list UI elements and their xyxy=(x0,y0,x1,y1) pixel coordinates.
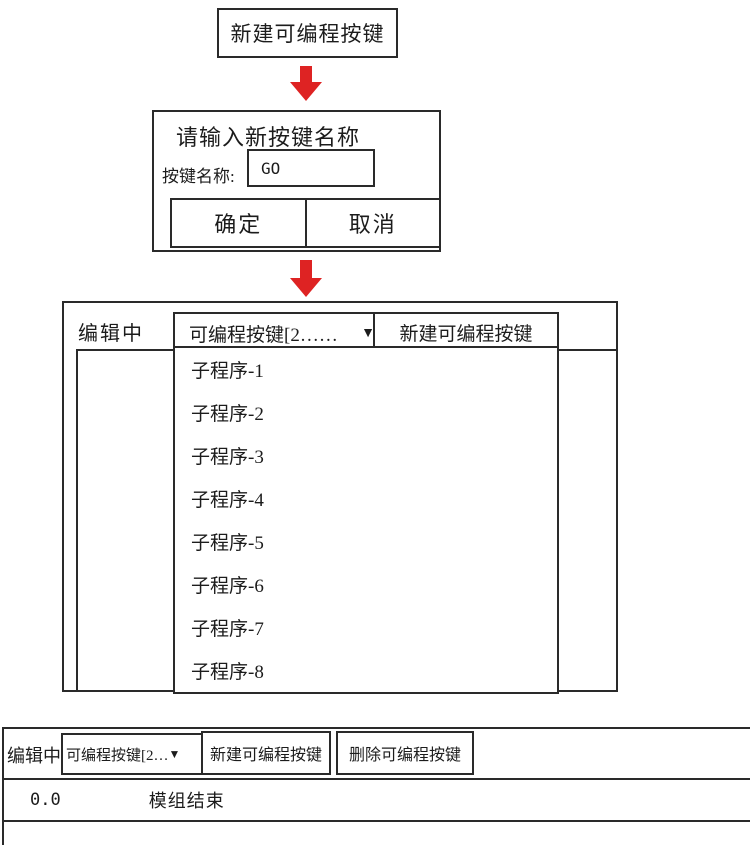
list-item[interactable]: 子程序-2 xyxy=(175,391,557,434)
list-item[interactable]: 子程序-5 xyxy=(175,520,557,563)
dialog-title: 请输入新按键名称 xyxy=(176,125,361,150)
key-name-input[interactable] xyxy=(247,149,375,187)
delete-programmable-key-button[interactable]: 删除可编程按键 xyxy=(336,731,474,775)
program-line-row[interactable]: 0.0 模组结束 xyxy=(4,780,750,822)
bottom-editor-bar: 编辑中 可编程按键[2… ▼ 新建可编程按键 删除可编程按键 0.0 模组结束 xyxy=(2,727,750,845)
new-programmable-key-button[interactable]: 新建可编程按键 xyxy=(201,731,331,775)
dropdown-selected-value: 可编程按键[2…… xyxy=(189,325,338,346)
ok-button-label: 确定 xyxy=(214,212,263,237)
arrow-shaft xyxy=(300,66,312,83)
instruction-text: 模组结束 xyxy=(148,791,225,811)
list-item[interactable]: 子程序-4 xyxy=(175,477,557,520)
chevron-down-icon: ▼ xyxy=(361,325,375,341)
arrow-head xyxy=(290,82,322,101)
editor-panel: 编辑中 可编程按键[2…… ▼ 新建可编程按键 子程序-1 子程序-2 子程序-… xyxy=(62,301,618,694)
new-key-button-label: 新建可编程按键 xyxy=(209,747,322,764)
dropdown-selected-value: 可编程按键[2… xyxy=(66,747,169,764)
start-button-label: 新建可编程按键 xyxy=(230,22,385,46)
list-item[interactable]: 子程序-7 xyxy=(175,606,557,649)
cancel-button[interactable]: 取消 xyxy=(306,200,439,246)
programmable-key-dropdown[interactable]: 可编程按键[2… ▼ xyxy=(61,733,206,775)
new-key-name-dialog: 请输入新按键名称 按键名称: 确定 取消 xyxy=(152,110,441,252)
flow-arrow-down-icon xyxy=(290,260,322,298)
dialog-button-bar: 确定 取消 xyxy=(170,198,441,248)
key-name-label: 按键名称: xyxy=(162,167,235,186)
cancel-button-label: 取消 xyxy=(348,212,397,237)
editing-status-label: 编辑中 xyxy=(7,746,61,766)
list-item[interactable]: 子程序-3 xyxy=(175,434,557,477)
flow-arrow-down-icon xyxy=(290,66,322,101)
bottom-bar-header: 编辑中 可编程按键[2… ▼ 新建可编程按键 删除可编程按键 xyxy=(4,729,750,780)
arrow-shaft xyxy=(300,260,312,279)
list-item[interactable]: 子程序-1 xyxy=(175,348,557,391)
ok-button[interactable]: 确定 xyxy=(172,200,307,246)
list-item[interactable]: 子程序-6 xyxy=(175,563,557,606)
delete-key-button-label: 删除可编程按键 xyxy=(348,747,461,764)
editing-status-label: 编辑中 xyxy=(78,323,144,345)
subprogram-dropdown-list: 子程序-1 子程序-2 子程序-3 子程序-4 子程序-5 子程序-6 子程序-… xyxy=(173,346,559,694)
new-programmable-key-button[interactable]: 新建可编程按键 xyxy=(373,312,559,352)
chevron-down-icon: ▼ xyxy=(168,746,181,761)
arrow-head xyxy=(290,278,322,297)
line-number: 0.0 xyxy=(30,790,61,810)
list-item[interactable]: 子程序-8 xyxy=(175,649,557,692)
new-key-button-label: 新建可编程按键 xyxy=(399,323,533,345)
new-programmable-key-start-button[interactable]: 新建可编程按键 xyxy=(217,8,398,58)
